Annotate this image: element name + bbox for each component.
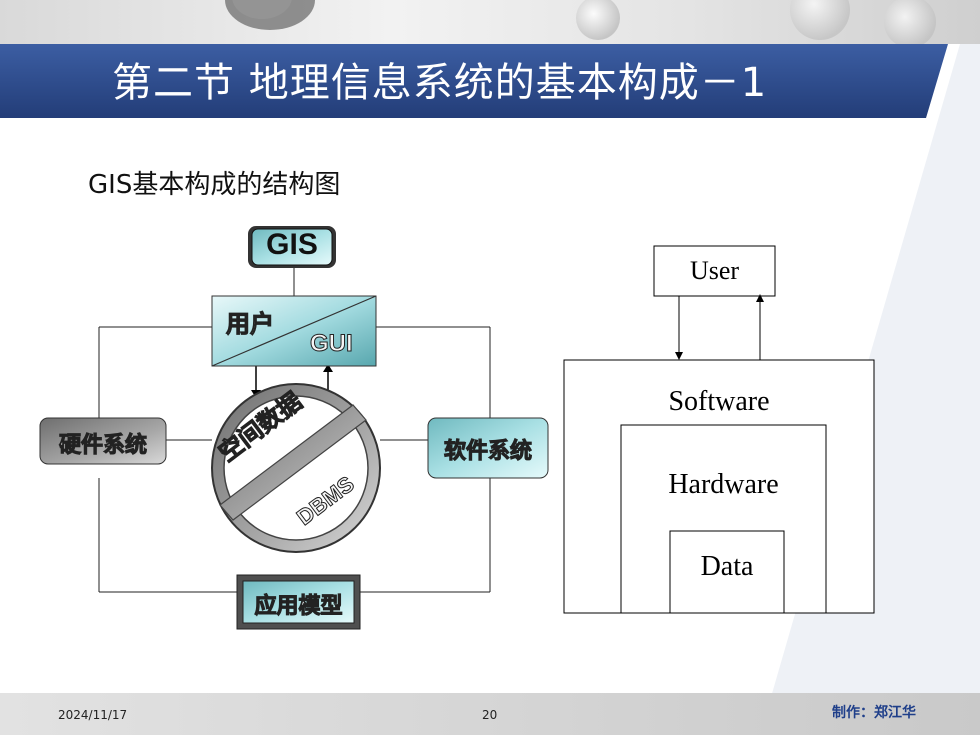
footer-author: 制作：郑江华 <box>832 705 916 721</box>
footer-page-number: 20 <box>482 708 498 722</box>
software-box <box>427 417 549 479</box>
gis-label: GIS <box>266 228 318 261</box>
application-model-box <box>236 574 361 630</box>
gui-label: GUI <box>310 330 354 358</box>
software-system-label: 软件系统 <box>443 439 532 465</box>
user-box <box>653 245 776 297</box>
footer-date: 2024/11/17 <box>58 708 128 722</box>
application-model-label: 应用模型 <box>254 594 343 620</box>
hardware-system-label: 硬件系统 <box>58 433 147 459</box>
data-text: Data <box>700 551 754 582</box>
user-gui-box <box>211 295 377 367</box>
user-text: User <box>689 256 740 285</box>
data-layer-box <box>669 530 785 614</box>
slide-subtitle: GIS基本构成的结构图 <box>88 170 341 200</box>
slide-title: 第二节 地理信息系统的基本构成－1 <box>112 60 768 106</box>
gis-box <box>248 226 336 268</box>
software-text: Software <box>668 386 770 417</box>
spatial-data-circle <box>211 383 381 553</box>
hardware-box <box>39 417 167 465</box>
user-label: 用户 <box>226 310 275 339</box>
hardware-text: Hardware <box>668 469 779 500</box>
